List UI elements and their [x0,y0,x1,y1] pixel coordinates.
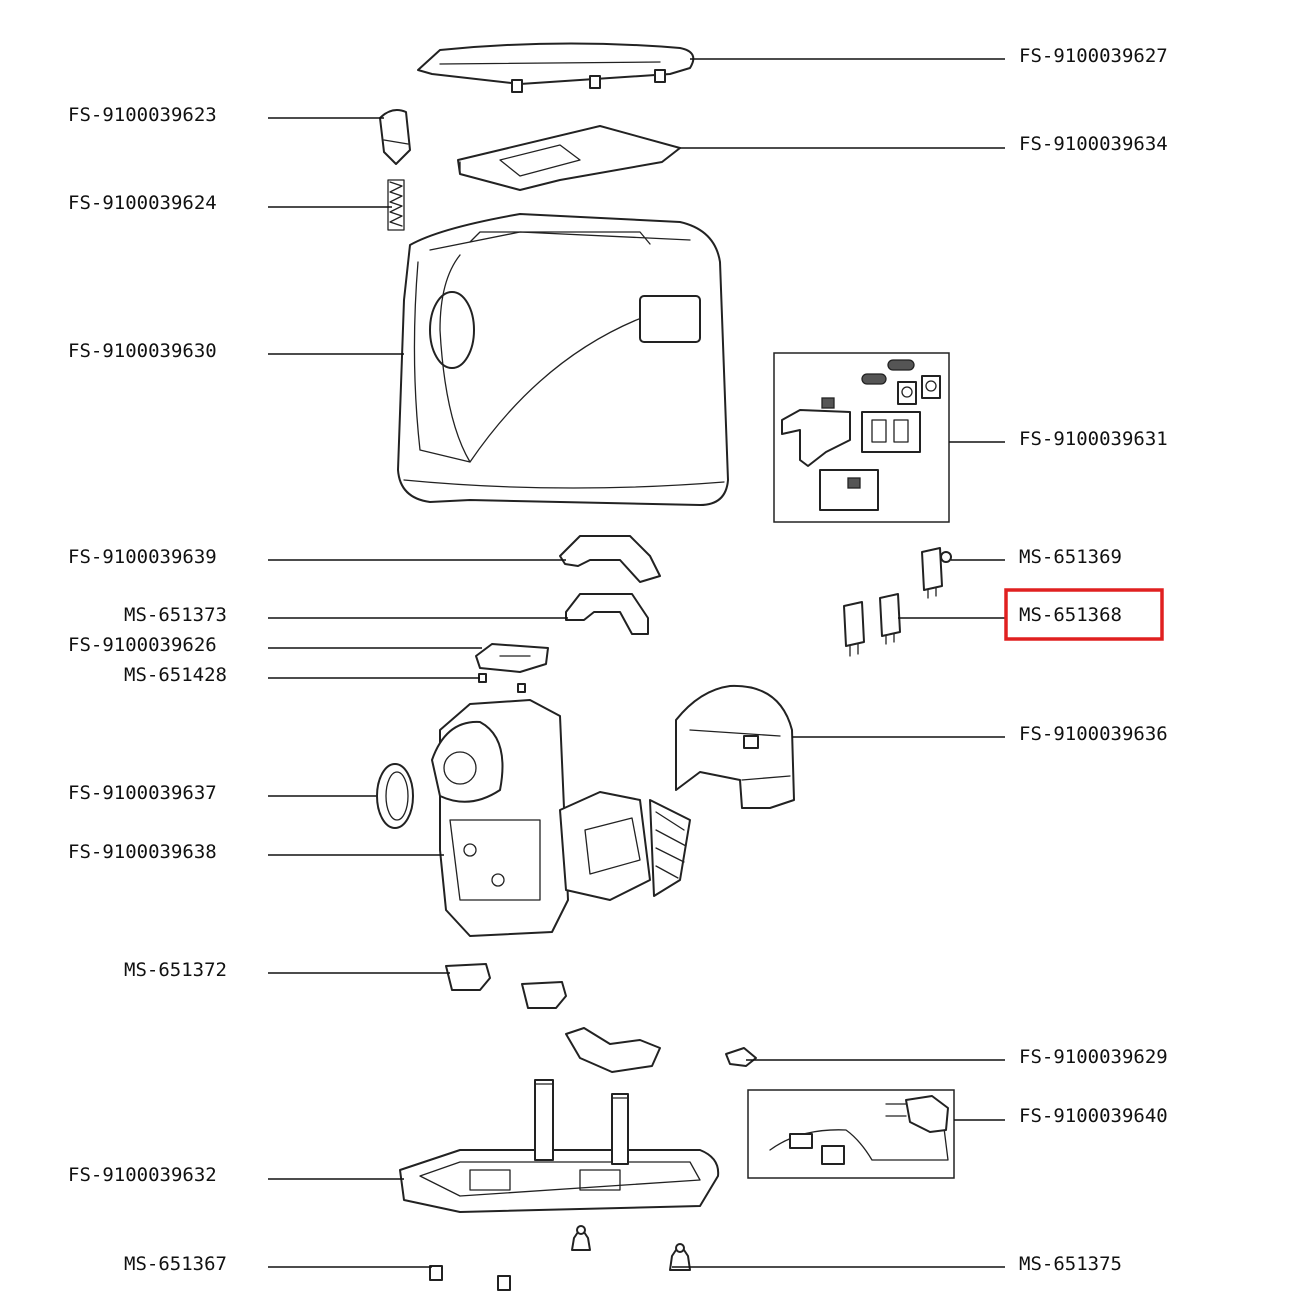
label-ms-651367: MS-651367 [124,1253,227,1275]
label-fs-9100039639: FS-9100039639 [68,546,217,568]
suction-foot-b [669,1243,691,1271]
spring [387,179,405,231]
suction-foot-a [571,1225,591,1251]
label-fs-9100039624: FS-9100039624 [68,192,217,214]
label-fs-9100039640: FS-9100039640 [1019,1105,1168,1127]
micro-switch-651369 [921,547,952,599]
handle-top [559,535,661,583]
top-cover-lid [417,42,695,93]
foot-pad-b [521,981,567,1009]
main-housing [397,213,729,506]
leader-lines [268,58,1005,1268]
foot-pad-a [445,963,491,991]
power-cord-inset [747,1089,955,1179]
label-ms-651372: MS-651372 [124,959,227,981]
small-clip [725,1047,757,1067]
motor-gearbox [431,699,691,937]
label-fs-9100039627: FS-9100039627 [1019,45,1168,67]
label-fs-9100039634: FS-9100039634 [1019,133,1168,155]
highlight-box [1004,588,1164,641]
label-fs-9100039636: FS-9100039636 [1019,723,1168,745]
label-fs-9100039629: FS-9100039629 [1019,1046,1168,1068]
bracket [475,643,549,673]
label-fs-9100039638: FS-9100039638 [68,841,217,863]
tray-cover [457,125,681,191]
o-ring [376,763,414,829]
label-ms-651368: MS-651368 [1019,604,1122,626]
label-ms-651428: MS-651428 [124,664,227,686]
label-fs-9100039626: FS-9100039626 [68,634,217,656]
micro-switch-651368-b [879,593,901,645]
label-fs-9100039630: FS-9100039630 [68,340,217,362]
switch-module-inset [773,352,950,523]
label-fs-9100039631: FS-9100039631 [1019,428,1168,450]
handle-bottom [565,593,649,635]
base-clip [565,1027,661,1073]
button-cap [379,109,411,165]
foot-screw-b [497,1275,511,1291]
label-fs-9100039637: FS-9100039637 [68,782,217,804]
foot-screw-a [429,1265,443,1281]
motor-hood [675,684,795,809]
small-screw-a [478,673,487,683]
label-fs-9100039623: FS-9100039623 [68,104,217,126]
label-ms-651375: MS-651375 [1019,1253,1122,1275]
base-plate [399,1079,720,1213]
label-ms-651373: MS-651373 [124,604,227,626]
part-labels: FS-9100039627 FS-9100039623 FS-910003963… [68,45,1168,1275]
micro-switch-651368-a [843,601,865,657]
small-screw-b [517,683,526,693]
label-fs-9100039632: FS-9100039632 [68,1164,217,1186]
label-ms-651369: MS-651369 [1019,546,1122,568]
